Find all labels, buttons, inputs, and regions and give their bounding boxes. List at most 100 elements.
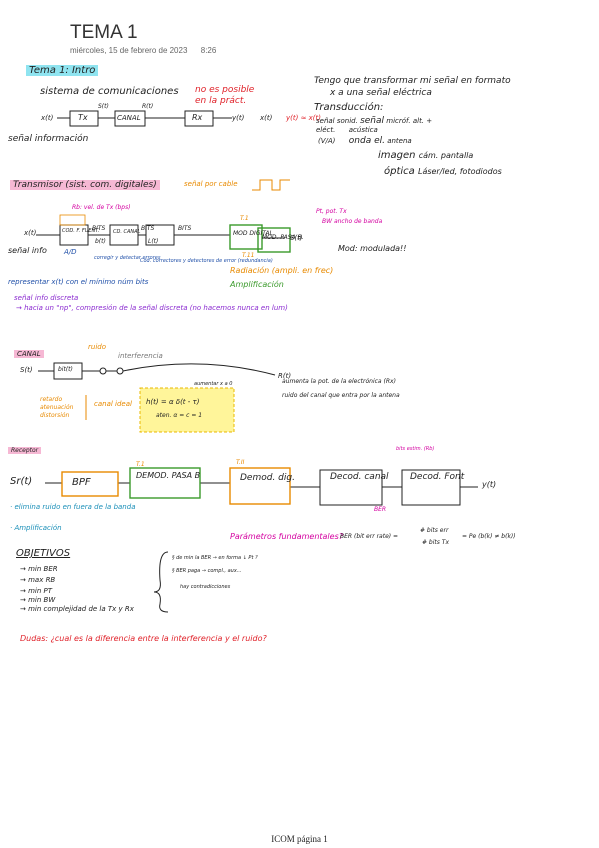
intro-sig-r: R(t) <box>142 103 154 110</box>
intro-yt-eq: y(t) ≈ x(t) <box>286 114 322 122</box>
tx-mod-modulada: Mod: modulada!! <box>338 244 407 253</box>
rx-t1: T.1 <box>136 461 145 468</box>
obj-item-2: → max RB <box>20 576 56 584</box>
rx-block1: BPF <box>72 477 91 488</box>
tx-st: S(t) <box>290 234 303 242</box>
date-text: miércoles, 15 de febrero de 2023 <box>70 46 188 55</box>
intro-en-la-pract: en la práct. <box>195 96 247 106</box>
tx-bits3: BITS <box>178 225 192 232</box>
canal-interferencia: interferencia <box>118 352 163 360</box>
tx-lt: L(t) <box>148 238 159 245</box>
tx-block1: COD. F. FUENT. <box>62 228 100 234</box>
transd-line1: Tengo que transformar mi señal en format… <box>314 76 511 86</box>
canal-term-note: aumenta la pot. de la electrónica (Rx) <box>282 378 396 385</box>
canal-ideal-eq2: aten. α = c = 1 <box>156 412 203 419</box>
rx-ber-label: BER <box>374 506 387 513</box>
canal-block: bit(t) <box>58 366 73 373</box>
intro-block-rx: Rx <box>192 113 203 122</box>
canal-heading: CANAL <box>14 350 44 358</box>
rx-block5: Decod. Font <box>410 472 465 482</box>
canal-retardo: retardo <box>40 396 63 403</box>
transd-row3: imagen cám. pantalla <box>378 150 474 161</box>
tx-bits2: BITS <box>141 225 155 232</box>
obj-note-1: § de min la BER → en forma ↓ Pt ? <box>172 555 258 561</box>
rx-bits-note: bits estim. (Rb) <box>396 446 435 452</box>
tx-senal-info: señal info <box>8 246 47 255</box>
rx-block3: Demod. dig. <box>240 473 295 483</box>
rx-ber-formula: BER (bit err rate) = <box>340 533 399 540</box>
canal-ideal-eq: h(t) = α δ(t - τ) <box>146 398 200 406</box>
tx-bw-note: BW ancho de banda <box>322 218 383 225</box>
tx-comp: corregir y detectar errores <box>94 255 161 261</box>
rx-block4: Decod. canal <box>330 472 389 482</box>
obj-item-5: → min complejidad de la Tx y Rx <box>20 605 134 613</box>
canal-ruido: ruido <box>88 343 106 351</box>
transd-row1b: eléct. acústica <box>316 126 378 134</box>
tx-rb-note: Rb: vel. de Tx (bps) <box>72 204 131 211</box>
rx-elimina: · elimina ruido en fuera de la banda <box>10 503 136 511</box>
tx-xt: x(t) <box>24 229 37 237</box>
canal-aumentar: aumentar x a 0 <box>194 381 233 387</box>
rx-ber-den: # bits Tx <box>422 539 450 546</box>
rx-params: Parámetros fundamentales? <box>230 532 343 541</box>
obj-item-3: → min PT <box>20 587 53 595</box>
transd-row4: óptica Láser/led, fotodiodos <box>384 166 502 177</box>
intro-no-posible: no es posible <box>195 85 255 95</box>
tx-block3: MOD DIGITAL <box>233 230 273 237</box>
canal-rt: R(t) <box>278 372 292 380</box>
tx-pt-note: Pt, pot. Tx <box>316 208 347 215</box>
intro-y-t: y(t) <box>232 114 245 122</box>
tx-representa: representar x(t) con el mínimo núm bits <box>8 278 149 286</box>
tx-cod-note: Cód. correctores y detectores de error (… <box>140 258 273 264</box>
transd-title: Transducción: <box>314 102 384 113</box>
transd-row2: (V/A) onda el. antena <box>318 136 412 146</box>
tx-amplif: Amplificación <box>230 280 284 289</box>
tx-bits1: BITS <box>92 225 106 232</box>
rx-yt: y(t) <box>482 480 497 489</box>
obj-note-2: § BER paga → compl., aux... <box>172 568 242 574</box>
tx-bt: b(t) <box>95 238 106 245</box>
intro-sig-s: S(t) <box>98 103 109 110</box>
intro-heading: Tema 1: Intro <box>26 65 99 76</box>
rx-amplifica: · Amplificación <box>10 524 62 532</box>
canal-ideal: canal ideal <box>94 400 132 408</box>
intro-block-canal: CANAL <box>117 114 141 122</box>
canal-atenuacion: atenuación <box>40 404 74 411</box>
tx-block2: CD. CANAL <box>113 229 141 235</box>
page-date: miércoles, 15 de febrero de 2023 8:26 <box>70 46 216 55</box>
obj-title: OBJETIVOS <box>16 548 71 559</box>
obj-item-4: → min BW <box>20 596 56 604</box>
tx-ad: A/D <box>64 248 77 256</box>
page-footer: ICOM página 1 <box>271 834 328 844</box>
tx-compresion: → hacia un "np", compresión de la señal … <box>16 304 288 312</box>
rx-block2: DEMOD. PASA B <box>136 471 201 480</box>
tx-block4: MOD. PASA B. <box>262 234 304 241</box>
intro-x-t: x(t) <box>41 114 54 122</box>
rx-ber-num: # bits err <box>420 527 449 534</box>
transd-row1: señal sonid. señal micróf. alt. + <box>316 116 433 126</box>
tx-senal-cuadr: señal por cable <box>184 180 238 188</box>
rx-ber-prob: = Pe (b(k) ≠ b(k)) <box>462 533 516 540</box>
intro-xt-label: x(t) <box>260 114 273 122</box>
rx-t2: T.II <box>236 459 245 466</box>
obj-note-3: hay contradicciones <box>180 584 231 590</box>
rx-sr: Sr(t) <box>10 476 33 487</box>
tx-radiacion: Radiación (ampli. en frec) <box>230 266 334 275</box>
canal-distorsion: distorsión <box>40 412 70 419</box>
time-text: 8:26 <box>200 46 217 55</box>
tx-heading: Transmisor (sist. com. digitales) <box>10 180 160 190</box>
intro-block-tx: Tx <box>78 113 88 122</box>
tx-t2: T.11 <box>242 252 255 259</box>
intro-sistema: sistema de comunicaciones <box>40 86 179 97</box>
duda-text: Dudas: ¿cual es la diferencia entre la i… <box>20 634 267 643</box>
canal-ruido-note: ruido del canal que entra por la antena <box>282 392 400 399</box>
obj-item-1: → min BER <box>20 565 58 573</box>
tx-senal-discreta: señal info discreta <box>14 294 79 302</box>
intro-senal-info: señal información <box>8 134 89 144</box>
transd-line2: x a una señal eléctrica <box>330 88 432 98</box>
rx-heading: Receptor <box>8 447 42 454</box>
page-title: TEMA 1 <box>70 22 138 43</box>
canal-st: S(t) <box>20 366 33 374</box>
tx-t1: T.1 <box>240 215 249 222</box>
